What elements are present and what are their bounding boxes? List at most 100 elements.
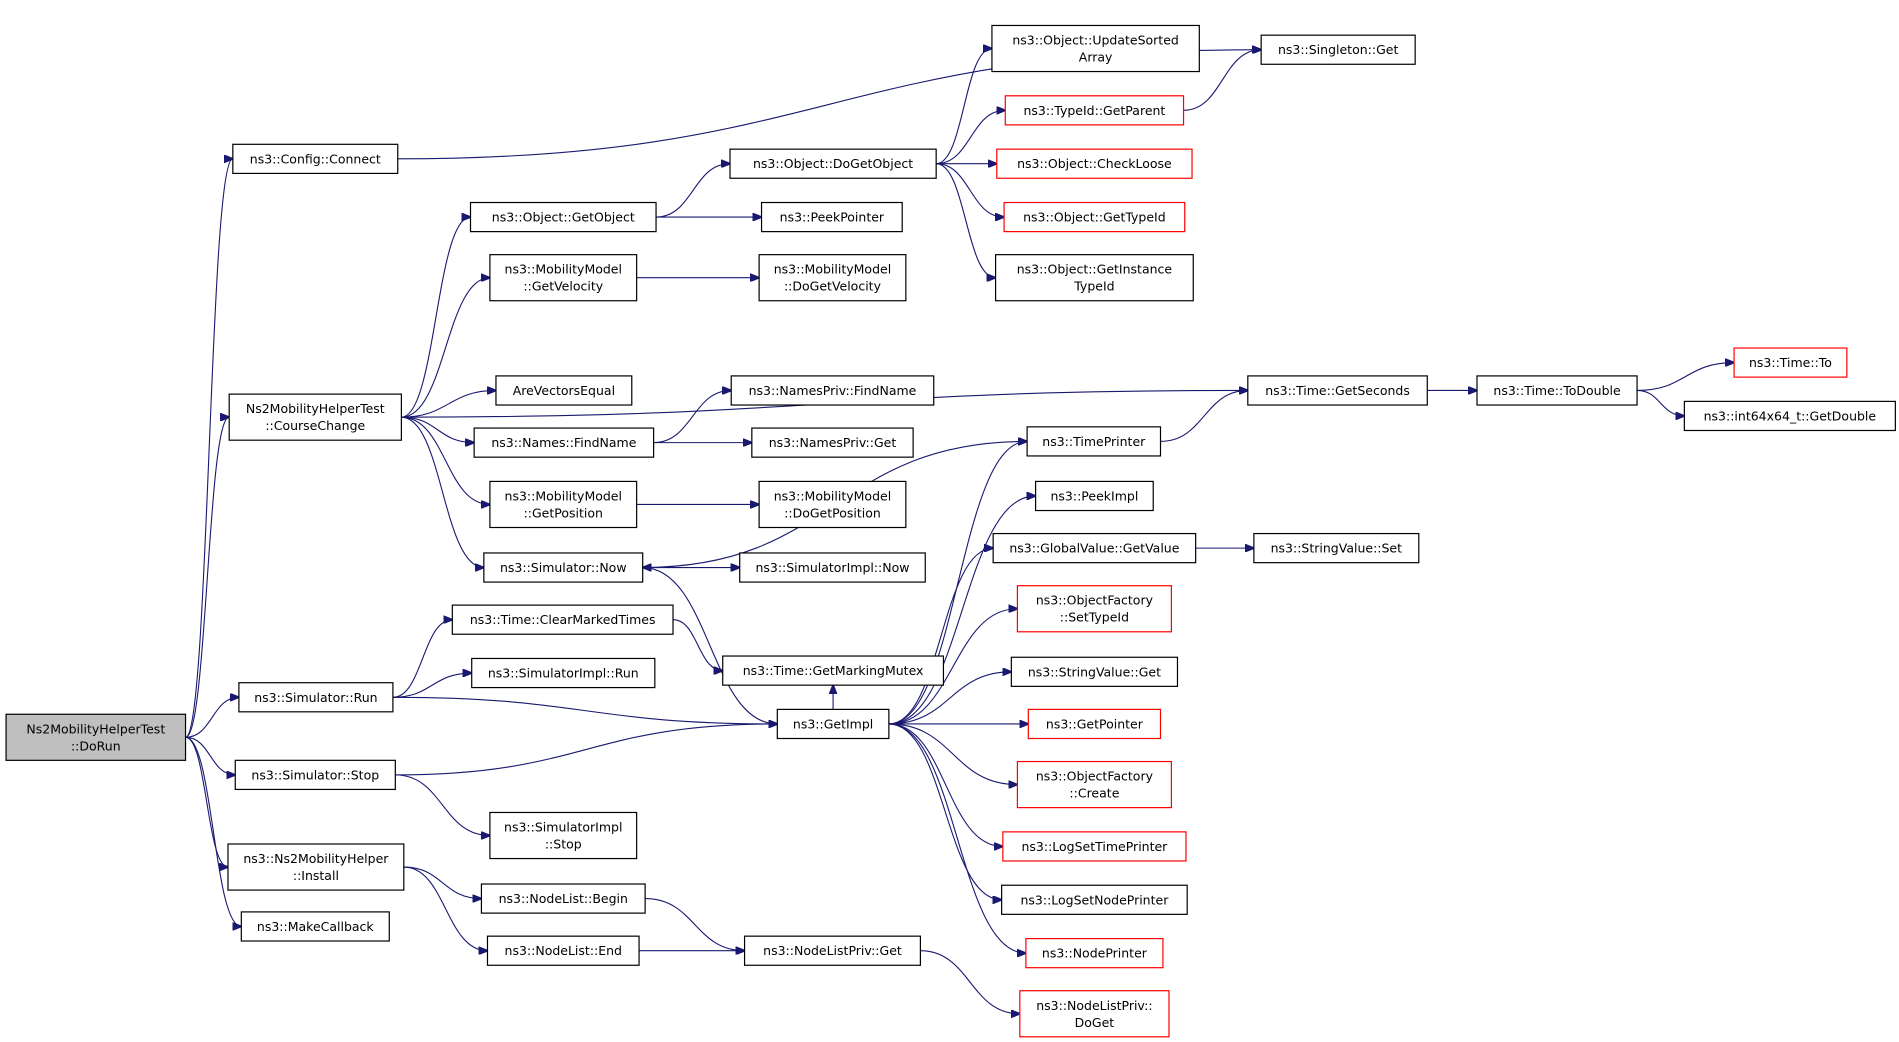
node-label-objfactory_create-0: ns3::ObjectFactory xyxy=(1036,769,1154,784)
edge-ns2_install-to-nodelist_begin xyxy=(403,866,482,899)
node-nodelistpriv_get[interactable]: ns3::NodeListPriv::Get xyxy=(743,935,921,966)
node-getpointer[interactable]: ns3::GetPointer xyxy=(1027,708,1162,740)
edge-nodelistpriv_get-to-nodelistpriv_doget xyxy=(920,950,1019,1014)
node-label-objfactory_settypeid-1: ::SetTypeId xyxy=(1060,610,1129,625)
edge-getimpl-to-objfactory_create xyxy=(888,723,1018,785)
node-nodeprinter[interactable]: ns3::NodePrinter xyxy=(1025,937,1164,969)
node-time_clearmarked[interactable]: ns3::Time::ClearMarkedTimes xyxy=(451,604,674,635)
edge-getimpl-to-objfactory_settypeid xyxy=(888,609,1018,725)
node-nodelistpriv_doget[interactable]: ns3::NodeListPriv::DoGet xyxy=(1019,990,1170,1038)
node-stringvalue_set[interactable]: ns3::StringValue::Set xyxy=(1253,532,1420,564)
node-peekpointer[interactable]: ns3::PeekPointer xyxy=(760,201,903,233)
node-label-obj_getobject-0: ns3::Object::GetObject xyxy=(492,210,635,225)
node-obj_getobject[interactable]: ns3::Object::GetObject xyxy=(469,201,657,233)
node-box-mm_dogetvelocity xyxy=(758,254,907,302)
node-simimpl_now[interactable]: ns3::SimulatorImpl::Now xyxy=(739,552,926,583)
node-label-stringvalue_get-0: ns3::StringValue::Get xyxy=(1028,664,1161,679)
node-obj_dogetobject[interactable]: ns3::Object::DoGetObject xyxy=(729,148,937,179)
node-time_to[interactable]: ns3::Time::To xyxy=(1733,347,1848,378)
node-mm_dogetvelocity[interactable]: ns3::MobilityModel::DoGetVelocity xyxy=(758,254,907,302)
node-box-timeprinter xyxy=(1026,426,1162,457)
node-namespriv_findname[interactable]: ns3::NamesPriv::FindName xyxy=(730,375,935,406)
node-box-time_getseconds xyxy=(1247,375,1428,406)
node-box-time_clearmarked xyxy=(451,604,674,635)
node-obj_checkloose[interactable]: ns3::Object::CheckLoose xyxy=(996,148,1193,179)
node-getimpl[interactable]: ns3::GetImpl xyxy=(776,708,890,740)
node-logsettimeprinter[interactable]: ns3::LogSetTimePrinter xyxy=(1002,831,1187,862)
node-label-simimpl_now-0: ns3::SimulatorImpl::Now xyxy=(755,560,909,575)
node-simimpl_stop[interactable]: ns3::SimulatorImpl::Stop xyxy=(489,811,638,860)
node-box-namespriv_get xyxy=(751,427,914,458)
node-names_findname[interactable]: ns3::Names::FindName xyxy=(473,427,655,458)
node-label-mm_dogetposition-0: ns3::MobilityModel xyxy=(774,488,891,503)
node-time_getseconds[interactable]: ns3::Time::GetSeconds xyxy=(1247,375,1428,406)
node-typeid_getparent[interactable]: ns3::TypeId::GetParent xyxy=(1004,95,1185,126)
edge-obj_getobject-to-obj_dogetobject xyxy=(656,164,730,218)
edge-names_findname-to-namespriv_findname xyxy=(653,390,732,444)
node-mm_dogetposition[interactable]: ns3::MobilityModel::DoGetPosition xyxy=(758,480,907,529)
node-label-time_todouble-0: ns3::Time::ToDouble xyxy=(1493,383,1621,398)
edge-coursechange-to-mm_getvelocity xyxy=(401,278,490,418)
node-nodelist_end[interactable]: ns3::NodeList::End xyxy=(486,935,640,966)
node-mm_getvelocity[interactable]: ns3::MobilityModel::GetVelocity xyxy=(489,254,638,302)
node-label-typeid_getparent-0: ns3::TypeId::GetParent xyxy=(1023,103,1165,118)
edge-sim_stop-to-getimpl xyxy=(395,724,777,776)
node-sim_run[interactable]: ns3::Simulator::Run xyxy=(238,682,394,713)
node-box-peekpointer xyxy=(760,201,903,233)
node-label-simimpl_run-0: ns3::SimulatorImpl::Run xyxy=(488,666,639,681)
node-ns2_install[interactable]: ns3::Ns2MobilityHelper::Install xyxy=(227,843,405,891)
node-nodelist_begin[interactable]: ns3::NodeList::Begin xyxy=(480,883,646,914)
edge-dorun-to-sim_stop xyxy=(185,736,236,775)
edge-coursechange-to-names_findname xyxy=(401,416,474,442)
node-namespriv_get[interactable]: ns3::NamesPriv::Get xyxy=(751,427,914,458)
node-box-mm_getposition xyxy=(489,480,638,529)
node-label-sim_stop-0: ns3::Simulator::Stop xyxy=(251,767,379,782)
node-box-nodelist_end xyxy=(486,935,640,966)
node-logsetnodeprinter[interactable]: ns3::LogSetNodePrinter xyxy=(1001,884,1188,915)
node-timeprinter[interactable]: ns3::TimePrinter xyxy=(1026,426,1162,457)
node-config_connect[interactable]: ns3::Config::Connect xyxy=(232,143,399,175)
edge-typeid_getparent-to-singleton_get xyxy=(1183,50,1262,111)
node-label-namespriv_findname-0: ns3::NamesPriv::FindName xyxy=(749,383,917,398)
node-box-time_getmarkingmutex xyxy=(722,655,945,686)
node-box-logsetnodeprinter xyxy=(1001,884,1188,915)
node-coursechange[interactable]: Ns2MobilityHelperTest::CourseChange xyxy=(228,393,402,441)
node-box-simimpl_now xyxy=(739,552,926,583)
node-globalvalue_getvalue[interactable]: ns3::GlobalValue::GetValue xyxy=(992,532,1197,564)
node-sim_stop[interactable]: ns3::Simulator::Stop xyxy=(234,759,396,791)
node-box-time_to xyxy=(1733,347,1848,378)
node-objfactory_settypeid[interactable]: ns3::ObjectFactory::SetTypeId xyxy=(1016,585,1173,633)
node-sim_now[interactable]: ns3::Simulator::Now xyxy=(483,552,644,583)
node-label-stringvalue_set-0: ns3::StringValue::Set xyxy=(1271,541,1402,556)
node-label-time_getmarkingmutex-0: ns3::Time::GetMarkingMutex xyxy=(743,663,924,678)
node-singleton_get[interactable]: ns3::Singleton::Get xyxy=(1260,34,1416,65)
node-label-peekpointer-0: ns3::PeekPointer xyxy=(780,210,885,225)
node-label-getpointer-0: ns3::GetPointer xyxy=(1046,716,1144,731)
node-simimpl_run[interactable]: ns3::SimulatorImpl::Run xyxy=(471,657,656,689)
node-box-obj_gettypeid xyxy=(1003,201,1186,233)
node-time_getmarkingmutex[interactable]: ns3::Time::GetMarkingMutex xyxy=(722,655,945,686)
node-arevectorsequal[interactable]: AreVectorsEqual xyxy=(495,375,633,406)
node-label-sim_run-0: ns3::Simulator::Run xyxy=(254,690,377,705)
node-peekimpl[interactable]: ns3::PeekImpl xyxy=(1034,480,1154,512)
node-makecallback[interactable]: ns3::MakeCallback xyxy=(240,911,390,942)
node-obj_gettypeid[interactable]: ns3::Object::GetTypeId xyxy=(1003,201,1186,233)
node-time_todouble[interactable]: ns3::Time::ToDouble xyxy=(1476,375,1638,406)
node-label-ns2_install-1: ::Install xyxy=(293,868,339,883)
node-int64x64_getdouble[interactable]: ns3::int64x64_t::GetDouble xyxy=(1683,400,1896,432)
node-stringvalue_get[interactable]: ns3::StringValue::Get xyxy=(1010,656,1179,687)
node-label-arevectorsequal-0: AreVectorsEqual xyxy=(513,383,615,398)
edge-getimpl-to-nodeprinter xyxy=(888,723,1026,953)
node-mm_getposition[interactable]: ns3::MobilityModel::GetPosition xyxy=(489,480,638,529)
node-label-singleton_get-0: ns3::Singleton::Get xyxy=(1278,42,1399,57)
node-box-dorun xyxy=(5,713,187,761)
node-label-sim_now-0: ns3::Simulator::Now xyxy=(500,560,627,575)
edge-timeprinter-to-time_getseconds xyxy=(1160,390,1248,442)
node-dorun[interactable]: Ns2MobilityHelperTest::DoRun xyxy=(5,713,187,761)
node-label-timeprinter-0: ns3::TimePrinter xyxy=(1042,434,1146,449)
node-box-obj_getinstancetypeid xyxy=(994,254,1194,302)
node-objfactory_create[interactable]: ns3::ObjectFactory::Create xyxy=(1016,760,1173,809)
